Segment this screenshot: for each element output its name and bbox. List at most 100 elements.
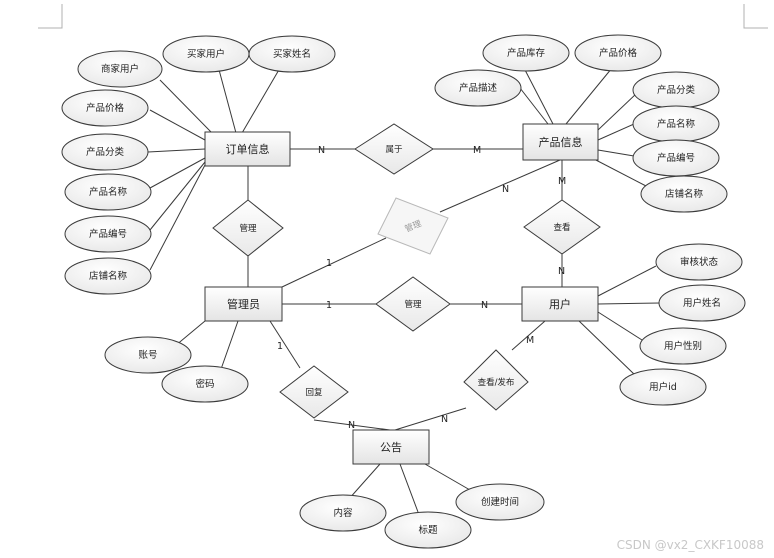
line-product-category	[597, 91, 639, 131]
line-notice-content	[347, 463, 381, 501]
entity-notice[interactable]: 公告	[352, 429, 430, 465]
line-product-code	[597, 149, 635, 157]
line-admin-password	[219, 320, 239, 373]
attribute-product-name[interactable]: 产品名称	[632, 105, 720, 143]
entity-user[interactable]: 用户	[521, 286, 599, 322]
relationship-label: 管理	[239, 223, 257, 234]
page-corner-mark-left	[38, 4, 63, 29]
line-admin-product-manage	[281, 237, 387, 288]
attribute-label: 内容	[333, 507, 353, 519]
attribute-notice-created[interactable]: 创建时间	[455, 483, 545, 521]
entity-order[interactable]: 订单信息	[204, 131, 291, 167]
relationship-view[interactable]: 查看	[523, 199, 601, 255]
entity-product[interactable]: 产品信息	[522, 123, 599, 161]
line-user-name	[597, 302, 661, 305]
entity-admin[interactable]: 管理员	[204, 286, 283, 322]
line-order-buyer-name	[241, 67, 281, 134]
relationship-product-manage[interactable]: 管理	[377, 197, 449, 255]
attribute-notice-content[interactable]: 内容	[299, 494, 387, 532]
attribute-label: 标题	[418, 524, 438, 536]
line-product-manage-product	[439, 159, 561, 213]
attribute-label: 店铺名称	[89, 270, 128, 282]
attribute-label: 产品价格	[599, 47, 638, 59]
line-order-category	[147, 148, 206, 153]
attribute-notice-title[interactable]: 标题	[384, 511, 472, 549]
attribute-product-shop-name[interactable]: 店铺名称	[640, 175, 728, 213]
line-admin-reply	[269, 320, 301, 369]
entity-label: 产品信息	[539, 135, 583, 149]
attribute-user-gender[interactable]: 用户性别	[639, 327, 727, 365]
line-order-merchant-user	[159, 79, 213, 134]
relationship-label: 查看/发布	[478, 377, 515, 388]
attribute-label: 产品描述	[459, 82, 498, 94]
attribute-label: 产品价格	[86, 102, 125, 114]
line-admin-account	[174, 320, 206, 347]
cardinality-notice-view-post: N	[441, 414, 448, 425]
line-user-gender	[597, 311, 643, 341]
relationship-reply[interactable]: 回复	[279, 365, 349, 419]
attribute-product-code[interactable]: 产品编号	[632, 139, 720, 177]
attribute-label: 买家姓名	[273, 48, 311, 60]
attribute-order-product-name[interactable]: 产品名称	[64, 173, 152, 211]
entity-label: 用户	[549, 297, 571, 311]
attribute-label: 产品名称	[657, 118, 696, 130]
attribute-label: 产品分类	[86, 146, 125, 158]
cardinality-product-view: M	[558, 176, 566, 187]
attribute-product-category[interactable]: 产品分类	[632, 71, 720, 109]
entity-label: 管理员	[227, 297, 260, 311]
cardinality-order-belongs: N	[318, 145, 325, 156]
attribute-label: 产品库存	[507, 47, 546, 59]
attribute-label: 用户id	[649, 381, 677, 393]
attribute-label: 创建时间	[481, 496, 519, 508]
relationship-belongs[interactable]: 属于	[354, 123, 434, 175]
line-order-buyer-user	[217, 65, 237, 134]
attribute-user-name[interactable]: 用户姓名	[658, 284, 746, 322]
attribute-label: 产品编号	[657, 152, 695, 164]
relationship-view-post[interactable]: 查看/发布	[463, 349, 529, 411]
cardinality-product-product-manage: N	[502, 184, 509, 195]
line-notice-created	[424, 463, 471, 491]
line-product-shop-name	[591, 157, 649, 188]
cardinality-user-user-manage: N	[481, 300, 488, 311]
cardinality-labels: N M 1 N M N 1 N 1 N M N	[277, 145, 566, 431]
attribute-admin-password[interactable]: 密码	[161, 365, 249, 403]
attribute-label: 密码	[195, 378, 214, 390]
cardinality-admin-reply: 1	[277, 341, 283, 352]
relationship-label: 查看	[553, 222, 570, 233]
attribute-product-price[interactable]: 产品价格	[574, 34, 662, 72]
line-order-product-name	[149, 157, 206, 189]
attribute-order-buyer-name[interactable]: 买家姓名	[248, 35, 336, 73]
line-order-price	[149, 109, 206, 141]
relationship-label: 回复	[305, 387, 323, 398]
attribute-user-id[interactable]: 用户id	[619, 368, 707, 406]
relationship-order-manage[interactable]: 管理	[212, 199, 284, 257]
attribute-product-stock[interactable]: 产品库存	[482, 34, 570, 72]
cardinality-user-view: N	[558, 266, 565, 277]
attribute-product-desc[interactable]: 产品描述	[434, 69, 522, 107]
attribute-label: 账号	[138, 350, 157, 361]
watermark: CSDN @vx2_CXKF10088	[617, 538, 764, 552]
attribute-label: 用户姓名	[683, 297, 721, 309]
line-user-id	[577, 319, 637, 377]
attribute-label: 买家用户	[187, 48, 225, 60]
line-order-product-code	[149, 161, 206, 231]
cardinality-product-belongs: M	[473, 145, 481, 156]
attribute-order-merchant-user[interactable]: 商家用户	[77, 50, 163, 88]
connector-lines	[147, 65, 661, 513]
attribute-label: 产品编号	[89, 228, 127, 240]
line-reply-notice	[313, 419, 391, 431]
attribute-order-product-code[interactable]: 产品编号	[64, 215, 152, 253]
attribute-order-buyer-user[interactable]: 买家用户	[162, 35, 250, 73]
relationship-user-manage[interactable]: 管理	[375, 276, 451, 332]
attribute-label: 用户性别	[664, 340, 702, 352]
attribute-order-category[interactable]: 产品分类	[61, 133, 149, 171]
cardinality-admin-product-manage: 1	[326, 258, 332, 269]
attribute-user-audit-status[interactable]: 审核状态	[655, 243, 743, 281]
attribute-order-price[interactable]: 产品价格	[61, 89, 149, 127]
attribute-admin-account[interactable]: 账号	[104, 336, 192, 374]
cardinality-user-view-post: M	[526, 335, 534, 346]
relationship-label: 管理	[404, 299, 422, 310]
line-notice-title	[399, 463, 419, 513]
attribute-order-shop-name[interactable]: 店铺名称	[64, 257, 152, 295]
